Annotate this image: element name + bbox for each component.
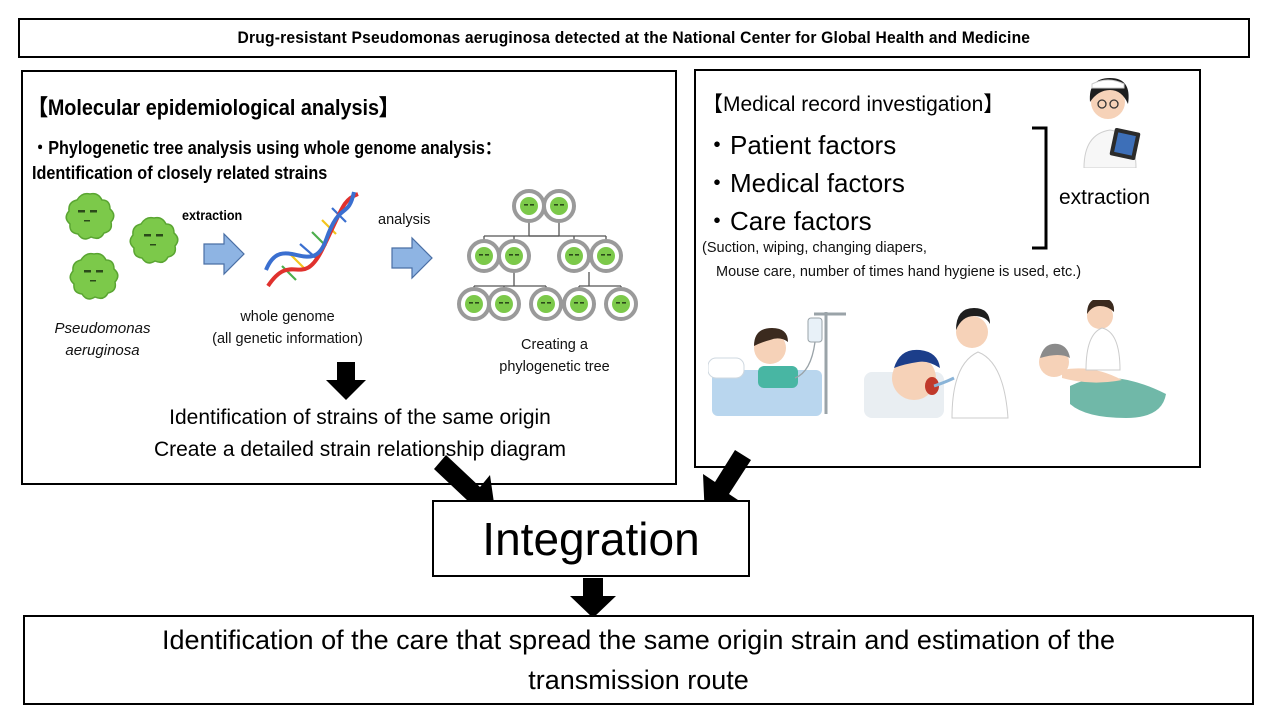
- bacteria-caption-line2: aeruginosa: [65, 342, 140, 359]
- conclusion-line2: transmission route: [528, 665, 749, 695]
- wiping-care-illustration: [1039, 300, 1166, 418]
- genome-caption-line2: (all genetic information): [212, 331, 363, 347]
- down-arrow-icon: [570, 578, 616, 618]
- subheading-text: Phylogenetic tree analysis using whole g…: [48, 138, 502, 158]
- tree-node-icon: [467, 239, 501, 273]
- tree-node-icon: [589, 239, 623, 273]
- care-note-line2: Mouse care, number of times hand hygiene…: [716, 264, 1082, 280]
- tree-node-icon: [487, 287, 521, 321]
- factor-patient: ・Patient factors: [704, 130, 897, 160]
- molecular-analysis-panel: [21, 70, 677, 485]
- phylogenetic-tree-diagram: [457, 189, 638, 321]
- result-line2: Create a detailed strain relationship di…: [153, 438, 567, 461]
- integration-label: Integration: [482, 512, 700, 565]
- medical-heading: 【Medical record investigation】: [702, 93, 1005, 116]
- mouth-care-illustration: [864, 308, 1009, 419]
- care-note: (Suction, wiping, changing diapers, Mous…: [702, 236, 1081, 284]
- patient-in-bed-illustration: [708, 312, 846, 416]
- extraction-label: extraction: [182, 207, 243, 223]
- genome-caption-line1: whole genome: [240, 309, 335, 325]
- tree-caption-line1: Creating a: [521, 337, 588, 353]
- conclusion-text: Identification of the care that spread t…: [162, 620, 1115, 700]
- tree-caption-line2: phylogenetic tree: [499, 359, 610, 375]
- factor-list: ・Patient factors ・Medical factors ・Care …: [704, 126, 905, 240]
- factor-medical: ・Medical factors: [704, 168, 905, 198]
- integration-box: Integration: [432, 500, 750, 577]
- tree-node-icon: [557, 239, 591, 273]
- factor-care: ・Care factors: [704, 206, 872, 236]
- bacteria-illustration: [65, 192, 179, 300]
- tree-node-icon: [457, 287, 491, 321]
- down-arrow-icon: [326, 362, 366, 400]
- subheading-line1: ・Phylogenetic tree analysis using whole …: [32, 134, 501, 160]
- tree-node-icon: [562, 287, 596, 321]
- tree-node-icon: [529, 287, 563, 321]
- nurse-clipboard-icon: [1083, 78, 1141, 168]
- care-note-line1: (Suction, wiping, changing diapers,: [702, 240, 927, 256]
- bacterium-icon: [65, 192, 115, 240]
- bullet: ・: [32, 138, 49, 158]
- molecular-result: Identification of strains of the same or…: [60, 402, 660, 466]
- right-arrow-icon: [391, 236, 433, 280]
- tree-node-icon: [604, 287, 638, 321]
- tree-nodes: [457, 189, 638, 321]
- conclusion-box: Identification of the care that spread t…: [23, 615, 1254, 705]
- medical-extraction-label: extraction: [1059, 186, 1151, 209]
- genome-caption: whole genome (all genetic information): [180, 306, 395, 350]
- result-line1: Identification of strains of the same or…: [169, 406, 551, 429]
- tree-node-icon: [497, 239, 531, 273]
- title-box: Drug-resistant Pseudomonas aeruginosa de…: [18, 18, 1250, 58]
- tree-caption: Creating a phylogenetic tree: [472, 334, 637, 378]
- tree-node-icon: [512, 189, 546, 223]
- bacteria-caption: Pseudomonas aeruginosa: [40, 318, 165, 362]
- conclusion-line1: Identification of the care that spread t…: [161, 625, 1116, 655]
- subheading-line2: Identification of closely related strain…: [32, 163, 328, 183]
- bracket-icon: [1032, 126, 1048, 250]
- bacterium-icon: [69, 252, 119, 300]
- bacteria-caption-line1: Pseudomonas: [54, 320, 151, 337]
- page-title: Drug-resistant Pseudomonas aeruginosa de…: [237, 28, 1031, 47]
- right-arrow-icon: [203, 232, 245, 276]
- heading-bracket-open: 【: [28, 95, 48, 120]
- molecular-heading: 【Molecular epidemiological analysis】: [28, 90, 399, 122]
- analysis-label: analysis: [378, 212, 431, 228]
- bacterium-icon: [129, 216, 179, 264]
- tree-node-icon: [542, 189, 576, 223]
- dna-helix-icon: [264, 191, 359, 288]
- heading-bracket-close: 】: [379, 95, 399, 120]
- heading-text: Molecular epidemiological analysis: [47, 95, 380, 120]
